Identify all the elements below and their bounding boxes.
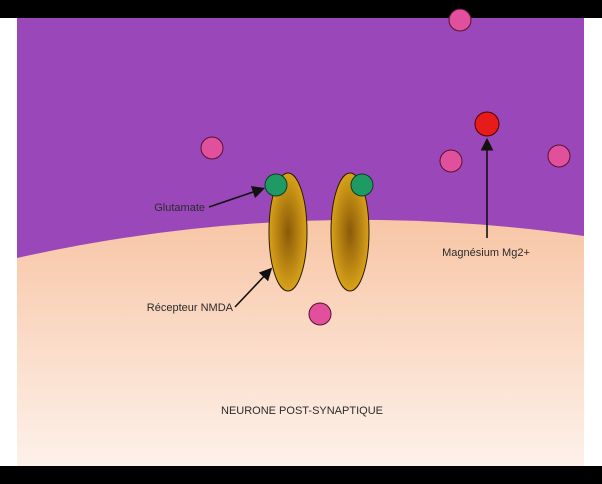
glutamate-label: Glutamate bbox=[154, 202, 205, 214]
magnesium-ion bbox=[475, 112, 499, 136]
glutamate-molecule-left bbox=[265, 174, 287, 196]
top-letterbox-bar bbox=[0, 0, 602, 18]
ion-right-edge bbox=[548, 145, 570, 167]
nmda-receptor-label: Récepteur NMDA bbox=[147, 302, 234, 314]
glutamate-molecule-right bbox=[351, 174, 373, 196]
ion-right-center bbox=[440, 150, 462, 172]
ion-inside-neuron bbox=[309, 303, 331, 325]
magnesium-label: Magnésium Mg2+ bbox=[442, 247, 530, 259]
ion-left bbox=[201, 137, 223, 159]
ion-top bbox=[449, 9, 471, 31]
neuron-label: NEURONE POST-SYNAPTIQUE bbox=[221, 405, 383, 417]
bottom-letterbox-bar bbox=[0, 466, 602, 484]
